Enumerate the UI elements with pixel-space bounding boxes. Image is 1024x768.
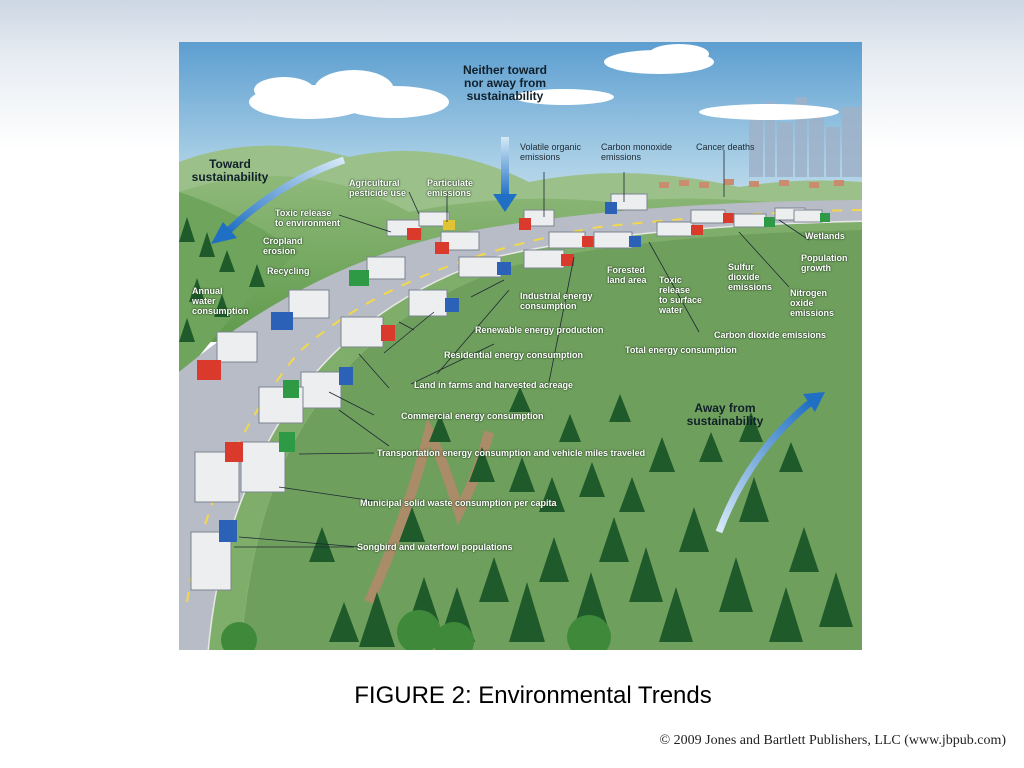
label-cropland-erosion: Cropland erosion: [263, 236, 303, 256]
label-particulate: Particulate emissions: [427, 178, 474, 198]
label-renewable-energy: Renewable energy production: [475, 325, 604, 335]
label-carbon-monoxide: Carbon monoxide emissions: [601, 142, 673, 162]
label-agricultural-pesticide: Agricultural pesticide use: [349, 178, 407, 198]
label-songbird: Songbird and waterfowl populations: [357, 542, 513, 552]
label-land-in-farms: Land in farms and harvested acreage: [414, 380, 574, 390]
cloud-right: [604, 44, 714, 74]
label-municipal-waste: Municipal solid waste consumption per ca…: [360, 498, 557, 508]
label-residential-energy: Residential energy consumption: [444, 350, 584, 360]
truck: [197, 331, 258, 380]
label-forested-land: Forested land area: [607, 265, 647, 285]
label-neutral: Neither toward nor away from sustainabil…: [462, 63, 547, 103]
highway: [179, 200, 862, 650]
truck: [408, 289, 459, 317]
truck: [435, 231, 480, 254]
truck: [548, 231, 594, 249]
landscape-illustration: [179, 42, 862, 650]
leader-lines: [234, 150, 810, 548]
cloud-far-right: [699, 104, 839, 120]
label-volatile-organic: Volatile organic emissions: [520, 142, 582, 162]
label-toxic-release-water: Toxic release to surface water: [659, 275, 703, 315]
figure-caption: FIGURE 2: Environmental Trends: [354, 682, 712, 709]
truck: [258, 380, 304, 424]
label-away: Away from sustainability: [686, 401, 764, 428]
truck: [271, 289, 330, 330]
truck: [386, 219, 422, 240]
truck: [793, 209, 830, 223]
truck: [656, 221, 703, 237]
label-recycling: Recycling: [267, 266, 310, 276]
truck: [349, 256, 406, 286]
arrow-neutral-icon: [493, 137, 517, 212]
leafy-trees: [221, 610, 611, 650]
label-toxic-release-env: Toxic release to environment: [275, 208, 341, 228]
label-nitrogen-oxide: Nitrogen oxide emissions: [790, 288, 835, 318]
truck: [340, 316, 395, 348]
truck: [733, 213, 775, 228]
forest-trees: [309, 387, 853, 647]
truck: [240, 432, 295, 493]
label-transportation-energy: Transportation energy consumption and ve…: [377, 448, 646, 458]
truck: [523, 249, 574, 269]
arrow-toward-icon: [211, 156, 346, 244]
truck: [458, 256, 511, 278]
label-population-growth: Population growth: [801, 253, 848, 273]
left-trees: [179, 217, 265, 342]
truck: [690, 209, 734, 224]
trucks: [190, 193, 830, 591]
truck: [605, 193, 648, 214]
cloud-center: [514, 89, 614, 105]
label-toward: Toward sustainability: [191, 157, 269, 184]
cloud-left: [249, 70, 449, 119]
copyright-notice: © 2009 Jones and Bartlett Publishers, LL…: [659, 733, 1006, 748]
truck: [190, 520, 237, 591]
truck: [519, 209, 555, 230]
label-commercial-energy: Commercial energy consumption: [401, 411, 544, 421]
truck: [194, 442, 243, 503]
distant-houses: [659, 179, 844, 188]
label-carbon-dioxide: Carbon dioxide emissions: [714, 330, 827, 340]
label-sulfur-dioxide: Sulfur dioxide emissions: [728, 262, 773, 292]
environmental-trends-illustration: Neither toward nor away from sustainabil…: [179, 42, 862, 650]
label-industrial-energy: Industrial energy consumption: [520, 291, 593, 311]
label-total-energy: Total energy consumption: [625, 345, 737, 355]
arrow-away-icon: [715, 392, 825, 534]
truck: [593, 231, 641, 249]
label-annual-water: Annual water consumption: [192, 286, 249, 316]
label-cancer-deaths: Cancer deaths: [696, 142, 755, 152]
label-wetlands: Wetlands: [805, 231, 845, 241]
truck: [418, 211, 455, 230]
